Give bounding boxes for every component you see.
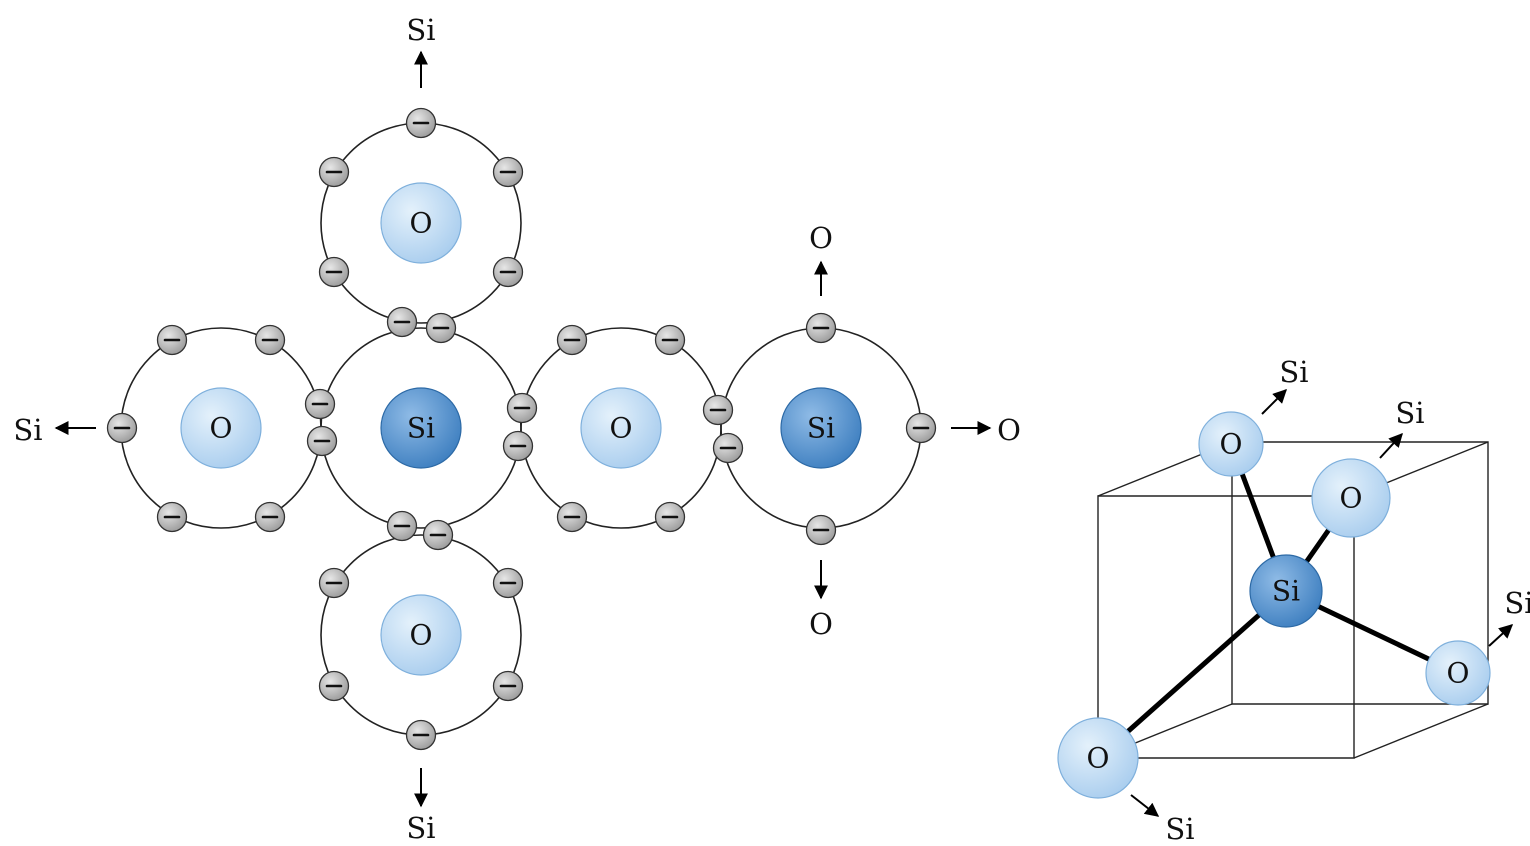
electron-icon [106, 412, 138, 444]
si-o-bond [1095, 588, 1289, 761]
electron-icon [386, 306, 418, 338]
silicon-label: Si [807, 412, 835, 445]
electron-icon [492, 156, 524, 188]
silicon-nucleus [780, 387, 862, 469]
arrow-icon [1379, 432, 1403, 459]
oxygen-nucleus [1311, 458, 1391, 538]
silicon-nucleus [380, 387, 462, 469]
oxygen-label: O [1340, 482, 1363, 515]
oxygen-label: O [210, 412, 233, 445]
electron-icon [492, 670, 524, 702]
electron-icon [805, 514, 837, 546]
oxygen-nucleus [380, 594, 462, 676]
bond-target-oxygen: O [809, 221, 833, 255]
arrow-icon [1488, 624, 1514, 647]
electron-icon [156, 324, 188, 356]
silicon-atom: Si [380, 387, 462, 469]
silicon-atom: Si [1249, 554, 1323, 628]
electron-icon [318, 670, 350, 702]
electron-icon [306, 425, 338, 457]
oxygen-atom: O [380, 594, 462, 676]
oxygen-nucleus [180, 387, 262, 469]
electron-icon [712, 432, 744, 464]
arrow-icon [1261, 389, 1287, 415]
oxygen-atom: O [380, 182, 462, 264]
electron-icon [254, 501, 286, 533]
electron-icon [805, 312, 837, 344]
cube-edge [1353, 703, 1489, 759]
electron-icon [502, 430, 534, 462]
silicon-label: Si [407, 412, 435, 445]
electron-icon [425, 312, 457, 344]
electron-icon [386, 510, 418, 542]
bond-target-silicon: Si [406, 811, 435, 845]
bond-target-silicon: Si [13, 413, 42, 447]
electron-icon [318, 156, 350, 188]
arrow-icon [1130, 794, 1160, 817]
bond-target-silicon: Si [406, 13, 435, 47]
oxygen-atom: O [580, 387, 662, 469]
electron-icon [405, 719, 437, 751]
electron-icon [492, 567, 524, 599]
cube-front-face [1097, 495, 1355, 759]
silicon-atom: Si [780, 387, 862, 469]
oxygen-nucleus [380, 182, 462, 264]
oxygen-label: O [1447, 657, 1470, 690]
silicon-nucleus [1249, 554, 1323, 628]
electron-icon [905, 412, 937, 444]
electrons [106, 107, 937, 751]
oxygen-nucleus [1057, 717, 1139, 799]
oxygen-label: O [1220, 428, 1243, 461]
electron-icon [318, 256, 350, 288]
electron-icon [156, 501, 188, 533]
bond-target-silicon: Si [1504, 586, 1530, 620]
electron-icon [556, 324, 588, 356]
bond-target-oxygen: O [997, 413, 1021, 447]
oxygen-label: O [1087, 742, 1110, 775]
electron-icon [422, 519, 454, 551]
electron-icon [405, 107, 437, 139]
bond-target-oxygen: O [809, 607, 833, 641]
bond-target-silicon: Si [1279, 355, 1308, 389]
oxygen-nucleus [580, 387, 662, 469]
bond-target-silicon: Si [1395, 396, 1424, 430]
electron-icon [654, 501, 686, 533]
electron-icon [654, 324, 686, 356]
oxygen-atom: O [1425, 640, 1491, 706]
electron-icon [254, 324, 286, 356]
electron-icon [506, 392, 538, 424]
oxygen-nucleus [1425, 640, 1491, 706]
oxygen-atom: O [1057, 717, 1139, 799]
oxygen-atom: O [1311, 458, 1391, 538]
oxygen-nucleus [1198, 411, 1264, 477]
bond-target-silicon: Si [1165, 812, 1194, 846]
oxygen-atom: O [180, 387, 262, 469]
electron-icon [318, 567, 350, 599]
oxygen-atom: O [1198, 411, 1264, 477]
oxygen-label: O [410, 207, 433, 240]
electron-icon [304, 388, 336, 420]
electron-icon [556, 501, 588, 533]
electron-icon [702, 394, 734, 426]
oxygen-label: O [410, 619, 433, 652]
electron-icon [492, 256, 524, 288]
tetrahedron-atoms: O O O O Si [1057, 411, 1491, 799]
silicon-label: Si [1272, 575, 1300, 608]
oxygen-label: O [610, 412, 633, 445]
